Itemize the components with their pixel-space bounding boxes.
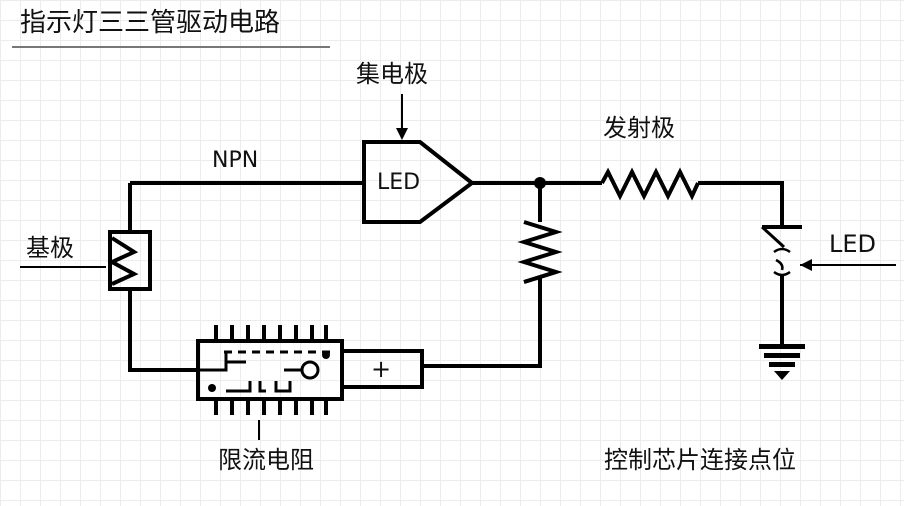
current-limit-resistor-label: 限流电阻	[218, 446, 314, 474]
led-block-label: LED	[377, 170, 421, 195]
wire-right-lower	[422, 278, 542, 368]
plus-sign: +	[371, 355, 392, 383]
chip-dot-bottom-left	[208, 384, 216, 392]
wire-emitter-right	[698, 181, 784, 227]
vertical-resistor-end	[523, 270, 557, 284]
chip-pins-top	[214, 325, 328, 341]
chip-pins-bottom	[214, 399, 328, 415]
npn-label: NPN	[212, 148, 259, 173]
base-resistor-zigzag	[107, 236, 139, 286]
diagram-title: 指示灯三三管驱动电路	[20, 8, 281, 38]
collector-label: 集电极	[356, 60, 428, 88]
wire-left-lower	[128, 289, 198, 372]
plus-box	[340, 349, 424, 389]
ground-icon	[759, 344, 805, 380]
chip-circle-terminal	[300, 360, 320, 380]
led-switch-lever	[760, 225, 786, 249]
led-right-arrow-head	[800, 259, 812, 271]
led-block-shape	[362, 140, 476, 224]
chip-lower-traces	[226, 381, 292, 393]
title-underline	[12, 46, 330, 48]
collector-arrow-head	[396, 128, 408, 140]
chip-dot-top-right	[322, 351, 330, 359]
base-label: 基极	[26, 234, 74, 262]
emitter-label: 发射极	[603, 114, 675, 142]
emitter-resistor	[600, 167, 700, 201]
chip-connection-label: 控制芯片连接点位	[604, 446, 796, 474]
led-right-label: LED	[829, 230, 877, 258]
chip-inner-path	[200, 352, 246, 372]
led-coil	[773, 247, 791, 277]
